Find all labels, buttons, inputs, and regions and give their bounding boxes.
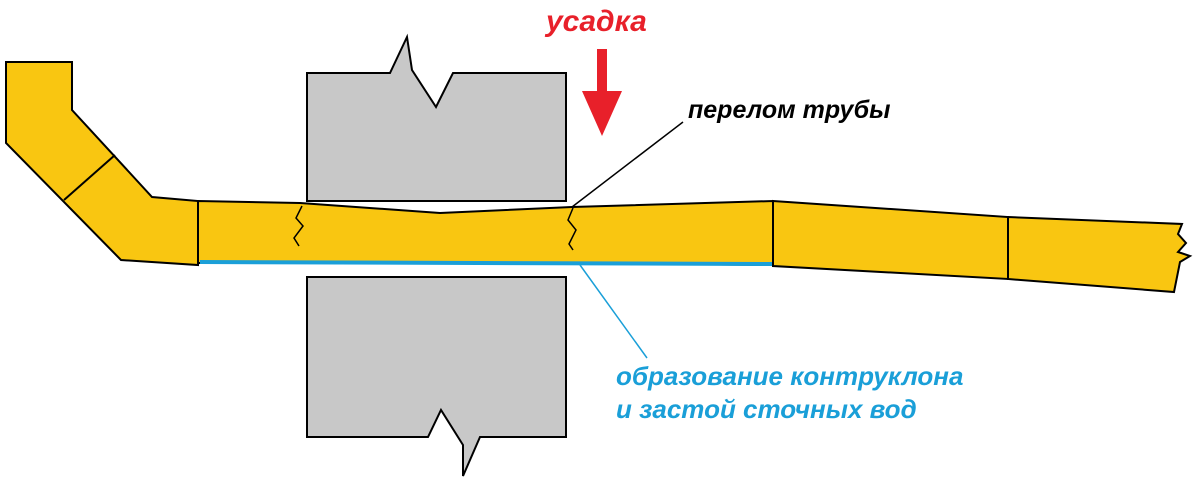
wall-block-upper	[306, 33, 567, 202]
counter-slope-leader	[579, 264, 648, 359]
pipe-crack-right	[567, 207, 577, 251]
counter-slope-label-line2: и застой сточных вод	[616, 394, 917, 424]
pipe-segment-middle	[197, 199, 774, 267]
wall-block-lower	[306, 276, 567, 477]
counter-slope-label-line1: образование контруклона	[616, 361, 963, 391]
pipe-break-label: перелом трубы	[688, 96, 890, 124]
pipe-crack-left	[293, 205, 304, 247]
arrow-down-icon	[582, 49, 622, 136]
pipe-elbow	[5, 61, 199, 267]
pipe-segment-right-2	[1007, 215, 1193, 294]
pipe-elbow-joint	[63, 154, 116, 201]
settlement-label: усадка	[544, 5, 647, 38]
pipe-break-leader	[571, 121, 684, 208]
water-line	[199, 260, 773, 266]
pipe-segment-right-1	[772, 199, 1009, 281]
